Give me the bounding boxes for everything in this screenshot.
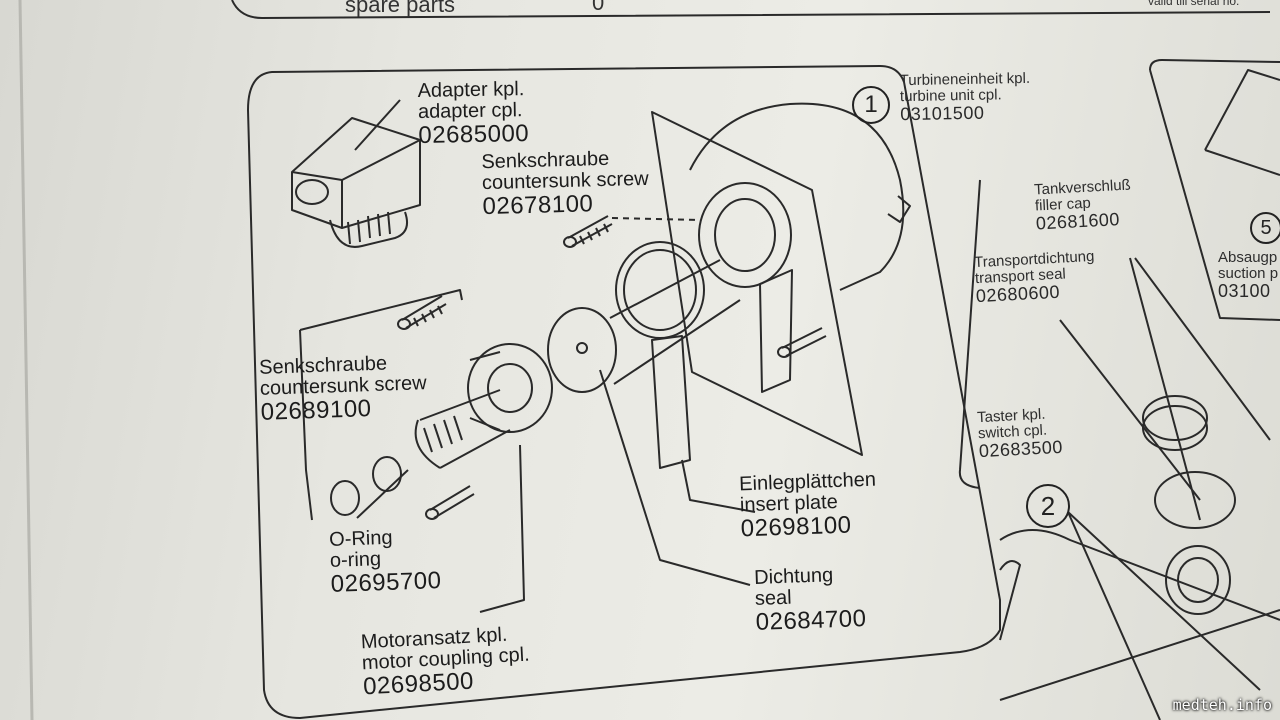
screw-top-label: Senkschraube countersunk screw 02678100 <box>481 148 649 220</box>
section-marker-1: 1 <box>852 86 890 124</box>
screw-top-num: 02678100 <box>482 190 594 221</box>
suction-num: 03100 <box>1218 280 1271 301</box>
section-marker-2: 2 <box>1026 484 1070 528</box>
suction-de: Absaugp <box>1218 249 1278 266</box>
seal-num: 02684700 <box>755 605 867 636</box>
section-marker-5: 5 <box>1250 212 1280 244</box>
adapter-num: 02685000 <box>418 120 530 149</box>
filler-cap-label: Tankverschluß filler cap 02681600 <box>1034 177 1133 233</box>
insert-num: 02698100 <box>740 511 852 543</box>
header-note: valid till serial no. <box>1148 0 1240 8</box>
screw-left-label: Senkschraube countersunk screw 02689100 <box>259 352 428 425</box>
motor-coupling-label: Motoransatz kpl. motor coupling cpl. 026… <box>360 624 531 701</box>
seal-label: Dichtung seal 02684700 <box>754 564 867 636</box>
oring-label: O-Ring o-ring 02695700 <box>329 526 442 598</box>
header-title: spare parts <box>345 0 456 17</box>
header-number: 0 <box>592 0 605 15</box>
adapter-label: Adapter kpl. adapter cpl. 02685000 <box>417 78 530 149</box>
transport-seal-label: Transportdichtung transport seal 0268060… <box>974 248 1097 306</box>
watermark: medteh.info <box>1172 696 1272 714</box>
oring-num: 02695700 <box>330 567 442 598</box>
insert-plate-label: Einlegplättchen insert plate 02698100 <box>739 469 878 543</box>
switch-label: Taster kpl. switch cpl. 02683500 <box>977 406 1064 461</box>
turbine-num: 03101500 <box>900 102 985 124</box>
suction-en: suction p <box>1218 264 1279 282</box>
turbine-unit-label: Turbineneinheit kpl. turbine unit cpl. 0… <box>900 70 1031 124</box>
suction-label: Absaugp suction p 03100 <box>1218 250 1278 300</box>
